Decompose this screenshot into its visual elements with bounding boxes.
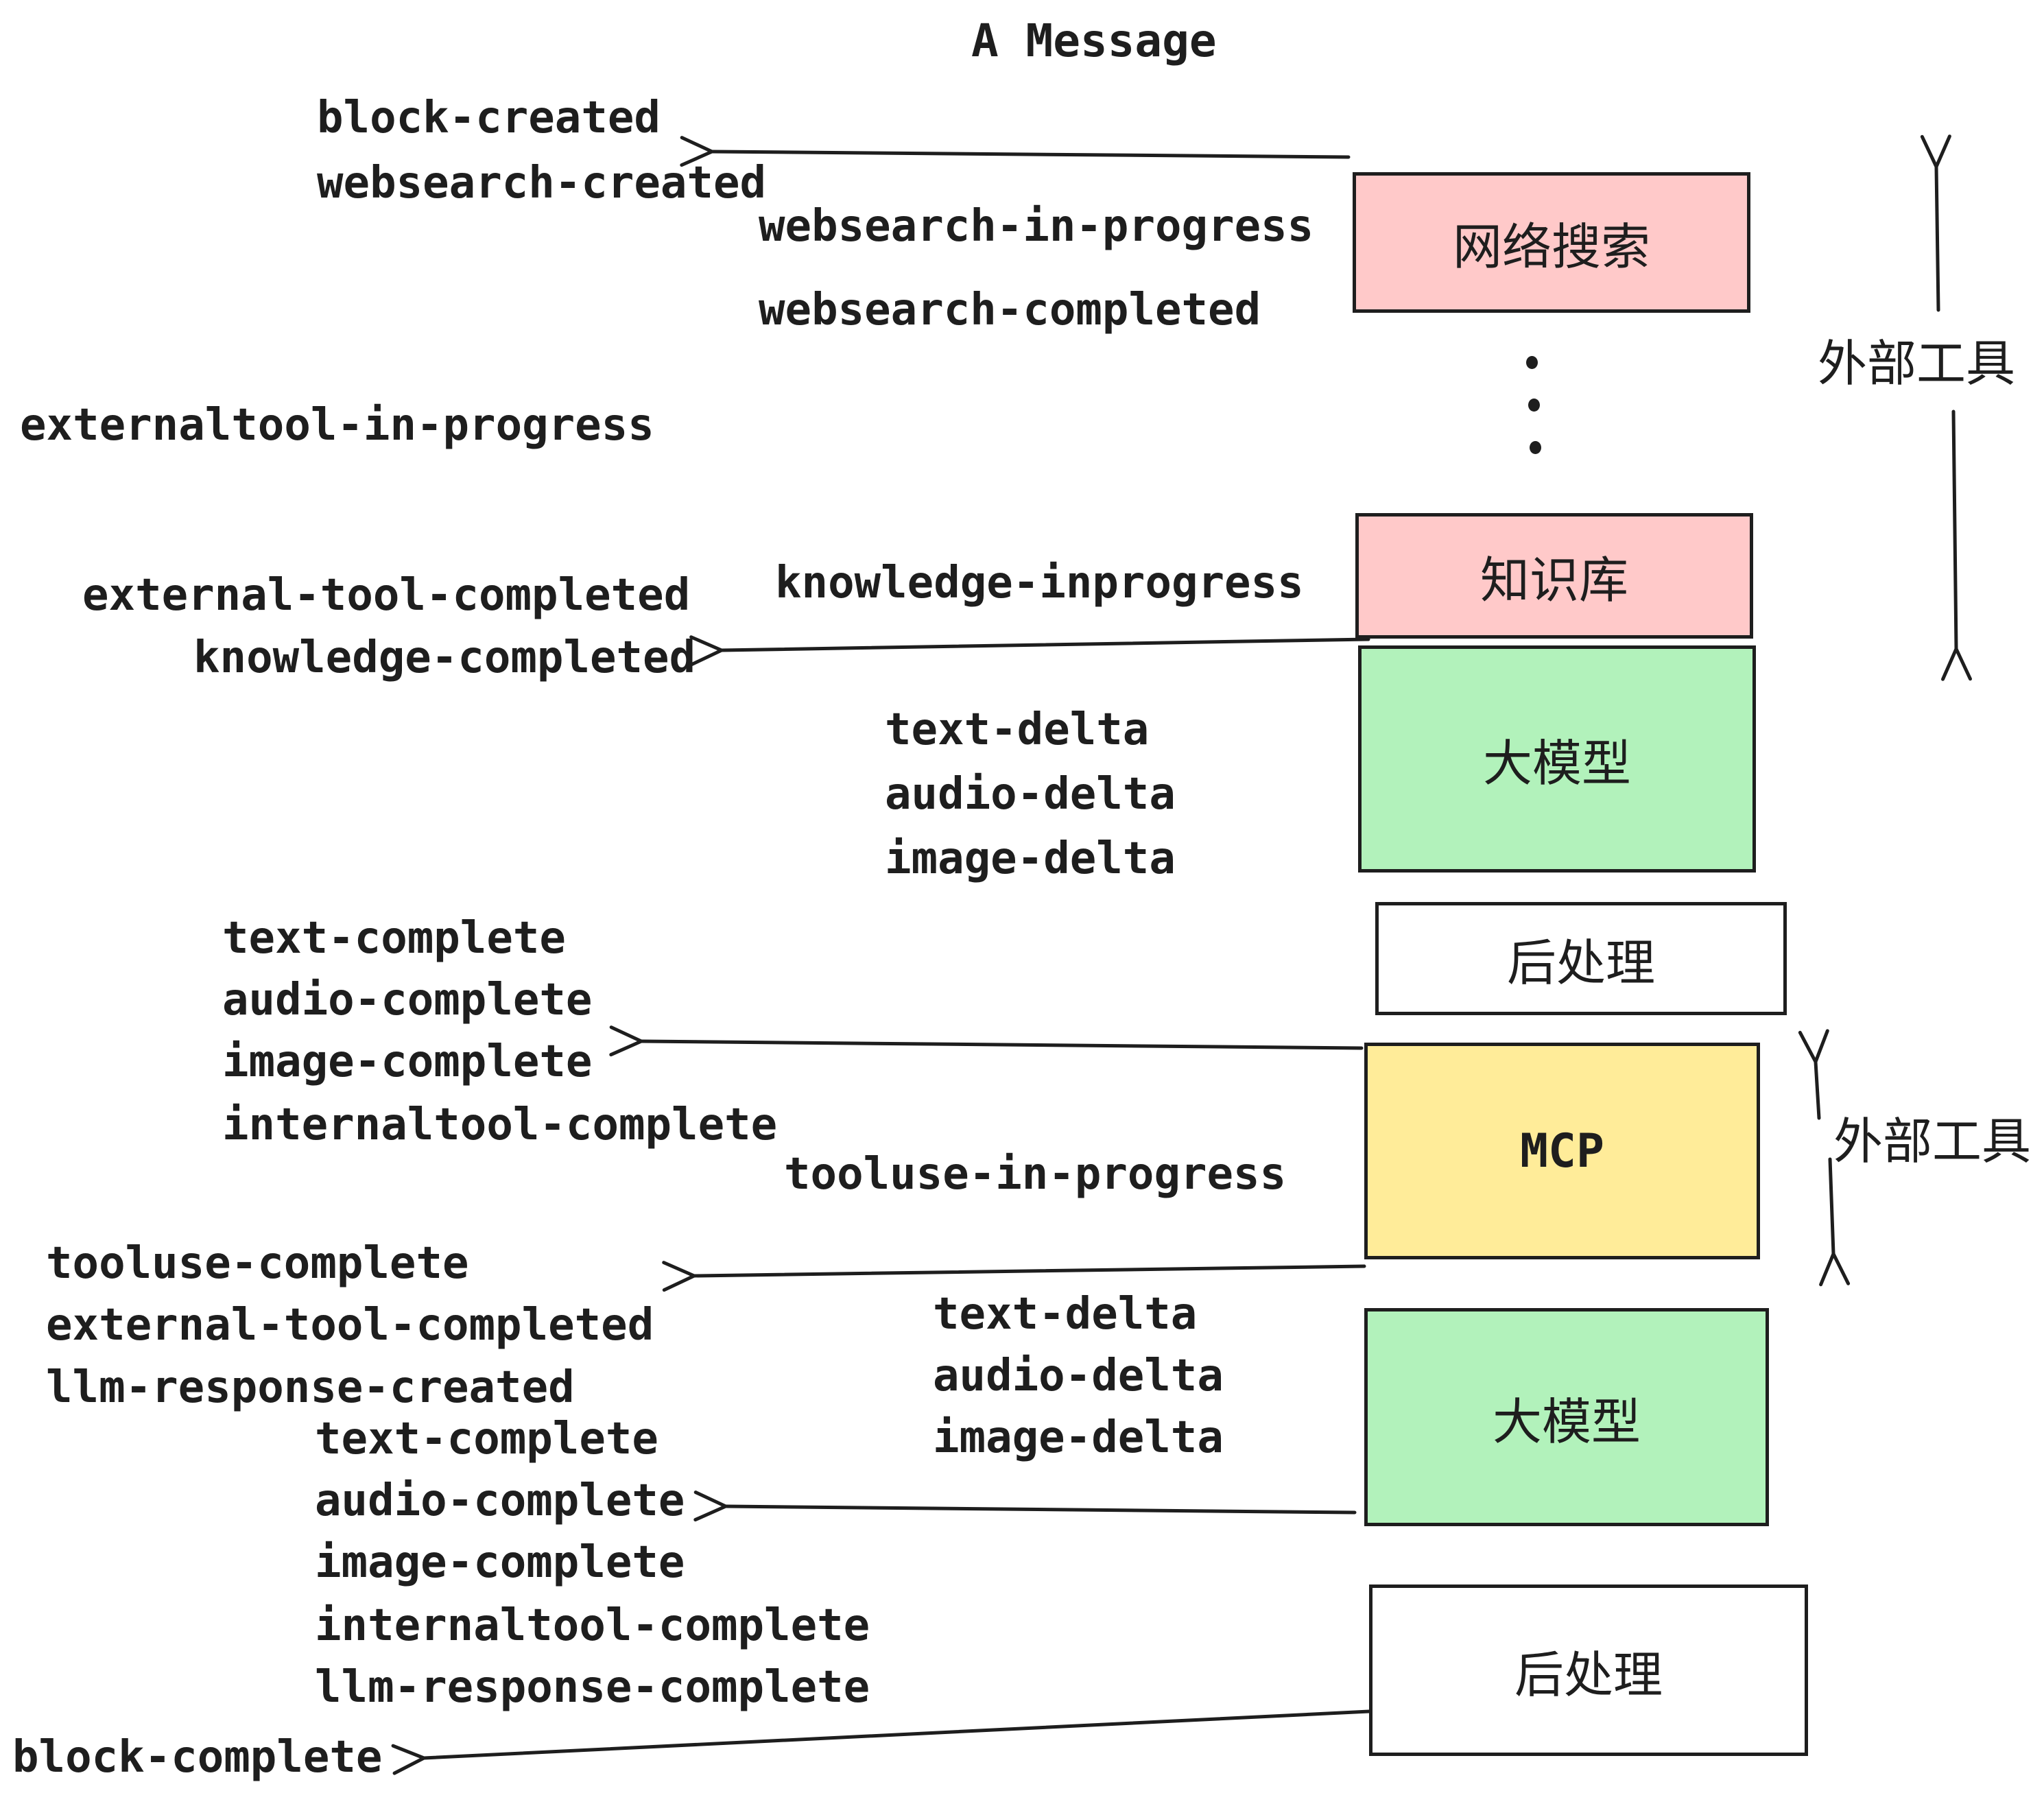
event-image-delta-2: image-delta xyxy=(933,1412,1224,1463)
external-tools-top-arrow-down xyxy=(1941,410,1973,681)
box-mcp-label: MCP xyxy=(1520,1124,1604,1178)
event-knowledge-completed: knowledge-completed xyxy=(193,632,696,683)
box-postprocess-1: 后处理 xyxy=(1375,902,1787,1015)
box-llm-1: 大模型 xyxy=(1358,645,1756,873)
box-postprocess-2: 后处理 xyxy=(1369,1585,1808,1756)
event-text-complete-2: text-complete xyxy=(315,1414,658,1464)
box-llm-1-label: 大模型 xyxy=(1482,735,1631,792)
arrow-knowledge-completed xyxy=(689,635,1370,667)
event-externaltool-in-progress: externaltool-in-progress xyxy=(20,400,654,451)
event-audio-delta-1: audio-delta xyxy=(885,769,1176,820)
event-internaltool-complete-1: internaltool-complete xyxy=(222,1100,778,1150)
ellipsis-dot xyxy=(1526,356,1538,369)
external-tools-label-bottom: 外部工具 xyxy=(1833,1113,2032,1170)
box-postprocess-1-label: 后处理 xyxy=(1506,934,1655,992)
event-external-tool-completed-1: external-tool-completed xyxy=(82,570,691,621)
event-knowledge-inprogress: knowledge-inprogress xyxy=(775,558,1304,608)
arrow-block-complete xyxy=(391,1709,1371,1775)
event-text-delta-2: text-delta xyxy=(933,1289,1198,1340)
event-internaltool-complete-2: internaltool-complete xyxy=(315,1600,870,1651)
arrow-image-complete xyxy=(609,1025,1364,1057)
event-image-complete-1: image-complete xyxy=(222,1036,593,1087)
event-tooluse-in-progress: tooluse-in-progress xyxy=(784,1149,1287,1200)
diagram-title: A Message xyxy=(971,14,1217,67)
event-audio-delta-2: audio-delta xyxy=(933,1351,1224,1401)
event-websearch-created: websearch-created xyxy=(317,158,767,209)
event-external-tool-completed-2: external-tool-completed xyxy=(46,1300,654,1351)
arrow-audio-complete xyxy=(693,1491,1357,1522)
event-websearch-completed: websearch-completed xyxy=(759,285,1261,335)
ellipsis-dot xyxy=(1528,399,1540,412)
event-websearch-in-progress: websearch-in-progress xyxy=(759,201,1314,252)
event-text-complete-1: text-complete xyxy=(222,913,566,964)
event-audio-complete-2: audio-complete xyxy=(315,1475,685,1526)
box-knowledge: 知识库 xyxy=(1355,513,1753,639)
event-block-created: block-created xyxy=(317,93,661,143)
box-websearch: 网络搜索 xyxy=(1353,172,1750,313)
external-tools-bottom-arrow-down xyxy=(1819,1157,1851,1287)
event-tooluse-complete: tooluse-complete xyxy=(46,1238,469,1289)
arrow-tooluse-complete xyxy=(662,1261,1366,1292)
external-tools-top-arrow-up xyxy=(1920,134,1951,312)
ellipsis-dot xyxy=(1530,441,1541,454)
event-block-complete: block-complete xyxy=(12,1732,383,1783)
box-websearch-label: 网络搜索 xyxy=(1452,218,1650,276)
event-text-delta-1: text-delta xyxy=(885,704,1150,755)
event-image-delta-1: image-delta xyxy=(885,833,1176,884)
event-llm-response-complete: llm-response-complete xyxy=(315,1662,870,1713)
event-llm-response-created: llm-response-created xyxy=(46,1362,575,1413)
box-postprocess-2-label: 后处理 xyxy=(1514,1646,1663,1704)
box-mcp: MCP xyxy=(1364,1043,1760,1259)
arrow-websearch-created xyxy=(680,136,1351,167)
box-llm-2: 大模型 xyxy=(1364,1308,1769,1526)
external-tools-bottom-arrow-up xyxy=(1798,1029,1829,1120)
event-image-complete-2: image-complete xyxy=(315,1537,685,1588)
external-tools-label-top: 外部工具 xyxy=(1818,335,2016,392)
event-audio-complete-1: audio-complete xyxy=(222,975,593,1025)
box-knowledge-label: 知识库 xyxy=(1479,551,1628,609)
box-llm-2-label: 大模型 xyxy=(1492,1392,1641,1451)
